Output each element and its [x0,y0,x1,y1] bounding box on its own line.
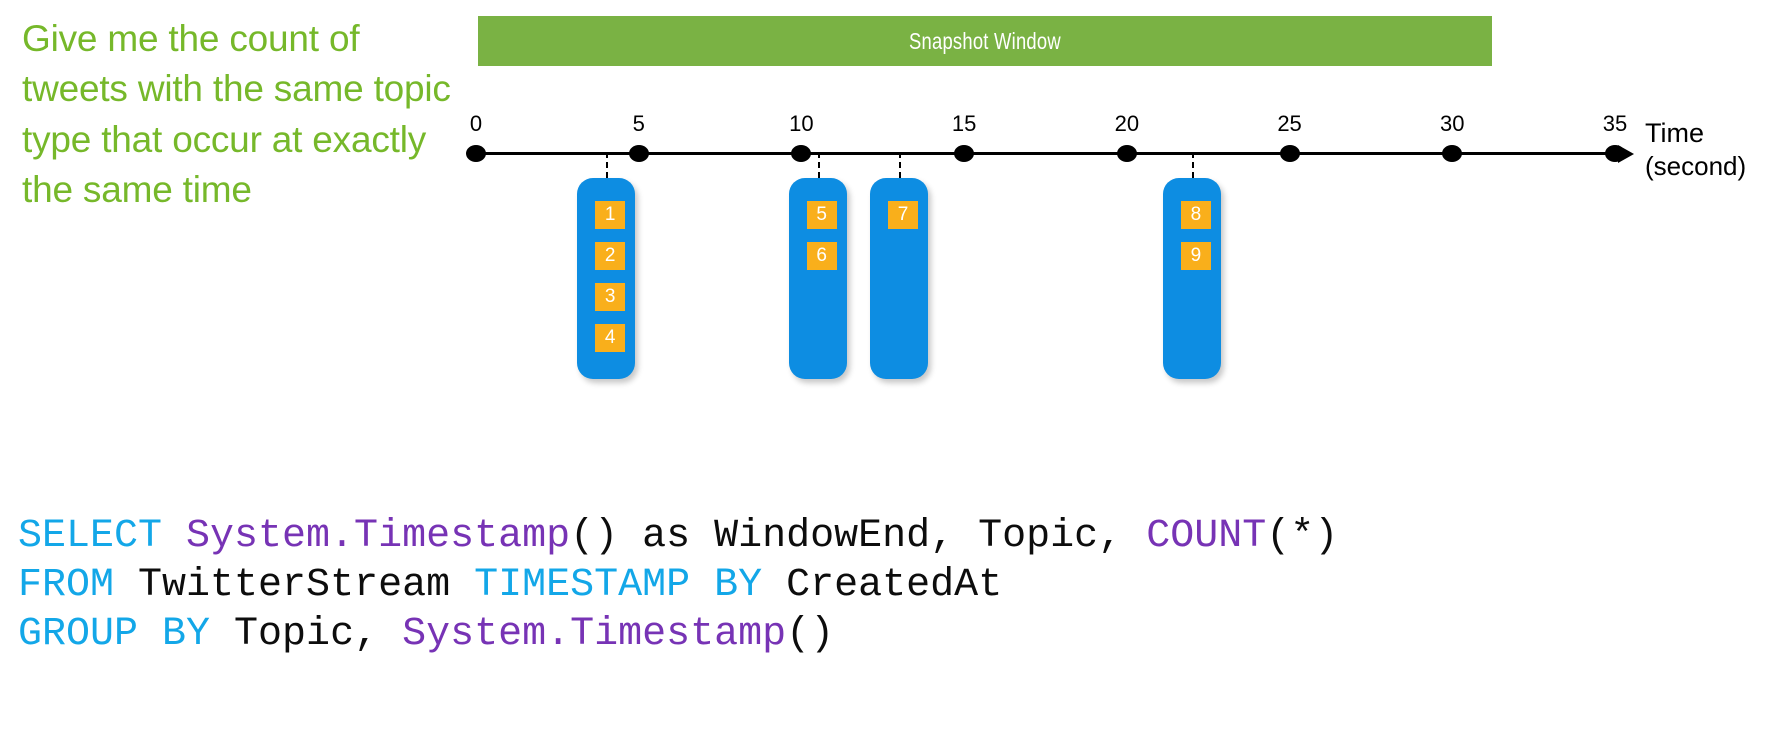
time-axis-tick-label: 35 [1602,111,1628,136]
prompt-text: Give me the count of tweets with the sam… [22,18,451,210]
time-axis-dot [628,145,649,162]
event-connector-line [606,152,609,178]
sql-token: System.Timestamp [186,514,571,559]
time-axis-tick-label: 15 [951,111,977,136]
snapshot-window-label: Snapshot Window [909,27,1061,54]
sql-line: FROM TwitterStream TIMESTAMP BY CreatedA… [18,562,1338,611]
sql-token: (*) [1266,514,1339,559]
sql-token: GROUP BY [18,611,235,657]
sql-token: FROM [18,562,139,608]
event-connector-line [1191,152,1194,178]
sql-token: COUNT [1146,514,1267,559]
sql-token: Topic, [234,611,403,657]
time-axis-dot [954,145,975,162]
time-axis-dot [791,145,812,162]
event-tile: 6 [806,242,837,270]
time-axis-line [476,152,1621,155]
event-tile: 1 [595,201,626,229]
sql-token: TIMESTAMP BY [474,562,787,608]
time-axis-tick-label: 0 [469,111,483,136]
sql-token: SELECT [18,514,187,559]
time-axis-tick-label: 5 [632,111,645,136]
time-axis-label-text: Time [1645,118,1704,148]
time-axis-dot [1442,145,1463,162]
event-connector-line [817,152,820,178]
time-axis-tick-label: 10 [789,111,814,136]
sql-token: () [786,611,835,657]
event-group-box: 1 2 3 4 [577,178,636,379]
sql-token: () as WindowEnd, Topic, [570,514,1147,559]
event-connector-line [899,152,902,178]
time-axis-unit-text: (second) [1645,151,1747,181]
sql-query-block: SELECT System.Timestamp() as WindowEnd, … [18,513,1338,659]
event-tile: 7 [888,201,919,229]
time-axis-label: Time (second) [1645,118,1747,181]
time-axis-dot [466,145,486,162]
sql-token: System.Timestamp [402,611,787,657]
sql-token: TwitterStream [138,562,475,608]
time-axis-dot [1605,145,1625,162]
event-tile: 4 [595,324,626,352]
event-tile: 9 [1180,242,1211,270]
time-axis-dot [1116,145,1137,162]
event-group-box: 7 [870,178,929,379]
sql-line: SELECT System.Timestamp() as WindowEnd, … [18,513,1338,562]
event-tile: 2 [595,242,626,270]
event-tile: 8 [1180,201,1211,229]
event-tile: 5 [806,201,837,229]
time-axis-tick-label: 25 [1277,111,1302,136]
snapshot-window-banner: Snapshot Window [478,16,1492,66]
time-axis-tick-label: 30 [1440,111,1465,136]
sql-token: CreatedAt [786,562,1003,608]
time-axis-tick-label: 20 [1114,111,1140,136]
time-axis-dot [1279,145,1300,162]
event-tile: 3 [595,283,626,311]
sql-line: GROUP BY Topic, System.Timestamp() [18,611,1338,660]
